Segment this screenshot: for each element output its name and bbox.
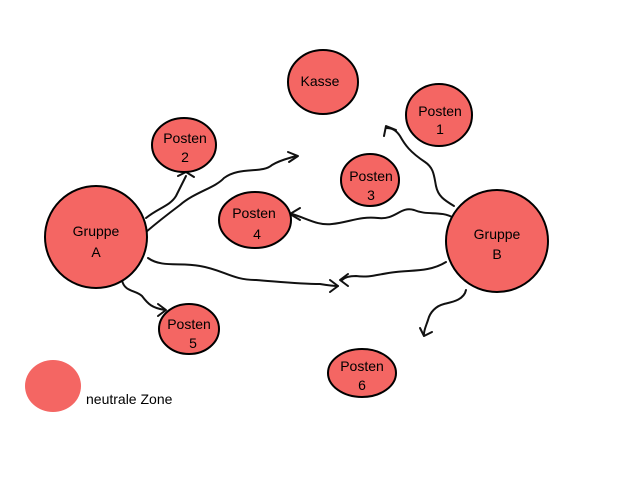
arrowhead-kasse-area [287,151,299,163]
node-posten5: Posten 5 [158,303,220,355]
node-kasse: Kasse [287,49,359,115]
arrows [121,125,467,337]
node-posten5-label-1: Posten [167,316,211,332]
node-posten4-label-1: Posten [232,205,276,221]
node-posten3-label-2: 3 [367,187,375,203]
node-gruppe-b-label-2: B [492,246,501,262]
node-posten6-label-1: Posten [340,358,384,374]
arrowhead-posten6 [419,327,433,337]
node-posten1-label-2: 1 [436,121,444,137]
legend-swatch [25,360,81,412]
node-posten4-label-2: 4 [253,226,261,242]
node-gruppe-b-label-1: Gruppe [474,226,521,242]
node-posten2: Posten 2 [151,117,217,173]
node-gruppe-b: Gruppe B [445,189,549,293]
node-posten1-label-1: Posten [418,103,462,119]
node-posten4: Posten 4 [218,191,292,249]
node-kasse-label: Kasse [301,73,340,89]
arrowhead-a-to-b [329,279,339,293]
arrow-a-to-b [147,257,339,287]
node-posten3: Posten 3 [340,153,400,207]
arrow-b-to-a [341,261,447,281]
node-gruppe-a-label-1: Gruppe [73,223,120,239]
node-posten2-label-1: Posten [163,130,207,146]
node-posten6: Posten 6 [327,348,397,398]
arrowhead-posten1 [383,125,397,137]
node-gruppe-a: Gruppe A [44,185,148,289]
node-posten3-label-1: Posten [349,168,393,184]
arrow-b-to-posten4 [291,208,455,226]
node-posten5-label-2: 5 [189,335,197,351]
arrow-b-to-posten6 [423,289,467,335]
arrowhead-b-to-a [339,273,349,287]
node-posten1: Posten 1 [405,83,473,147]
arrowhead-posten5 [157,303,167,317]
arrow-a-to-posten2 [145,175,187,219]
node-posten2-label-2: 2 [181,149,189,165]
legend: neutrale Zone [25,360,173,412]
node-gruppe-a-label-2: A [91,244,101,260]
arrow-a-to-posten5 [121,279,166,311]
arrow-b-to-posten1 [385,127,455,207]
arrow-a-to-kasse-area [145,155,297,233]
node-posten6-label-2: 6 [358,377,366,393]
legend-label: neutrale Zone [86,391,173,407]
